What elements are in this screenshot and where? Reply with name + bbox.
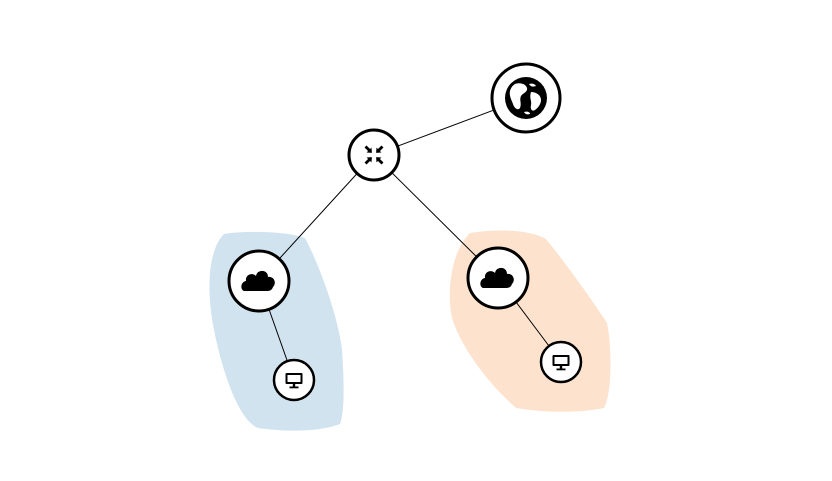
- pc-left-node[interactable]: [272, 358, 316, 402]
- internet-node[interactable]: [490, 62, 562, 134]
- globe-icon: [505, 77, 547, 119]
- cloud-left-node[interactable]: [227, 249, 291, 313]
- pc-right-node[interactable]: [539, 340, 583, 384]
- cloud-right-node[interactable]: [466, 246, 530, 310]
- router-node[interactable]: [347, 128, 401, 182]
